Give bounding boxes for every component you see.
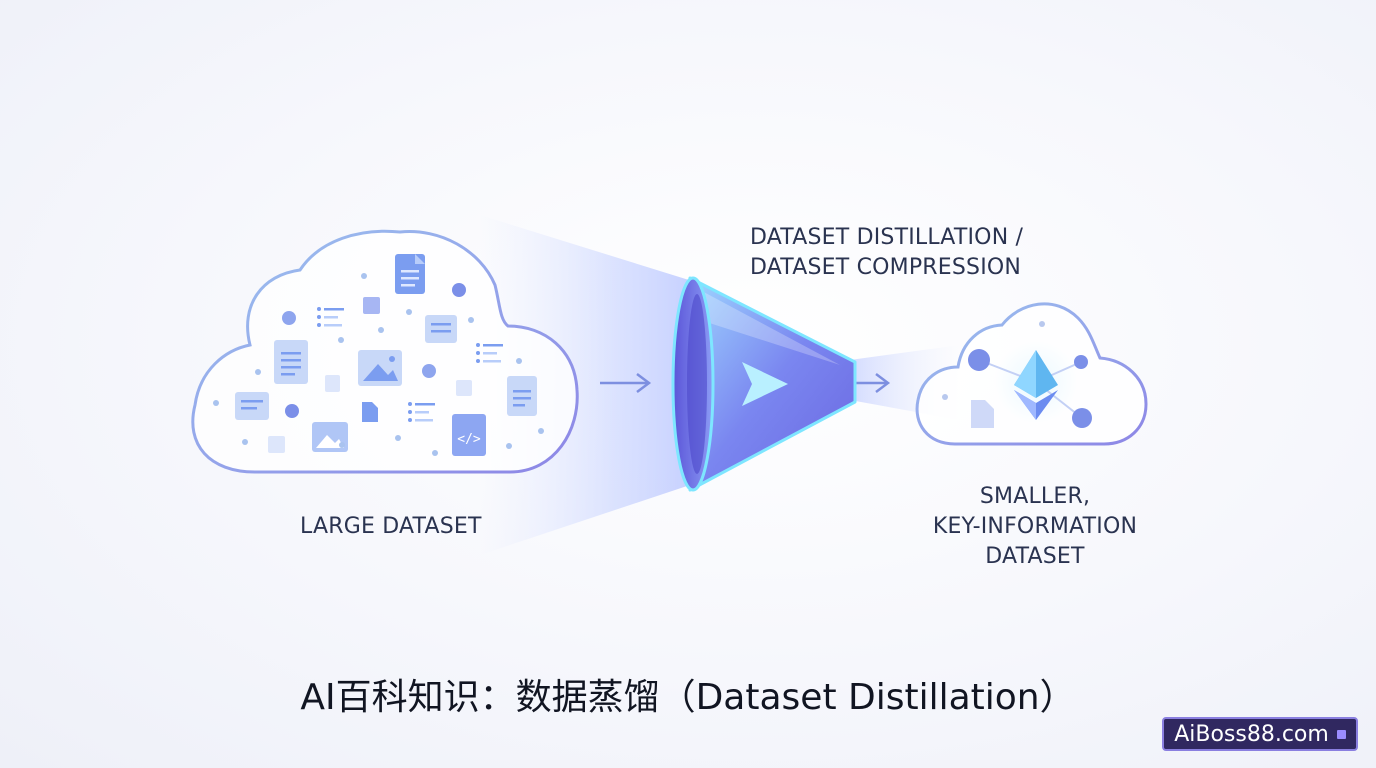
small-dataset-label: SMALLER, KEY-INFORMATION DATASET: [930, 482, 1140, 572]
list-icon: [408, 402, 435, 422]
document-icon: [425, 315, 457, 343]
ethereum-diamond-icon: [1014, 350, 1058, 420]
document-icon: [235, 392, 269, 420]
document-icon: [507, 376, 537, 416]
list-icon: [317, 307, 344, 327]
square-icon: [456, 380, 472, 396]
small-document-icon: [362, 402, 378, 422]
square-icon: [363, 297, 380, 314]
play-icon: [742, 362, 788, 406]
process-label-line-1: DATASET DISTILLATION /: [750, 225, 1024, 250]
image-icon: [312, 422, 348, 452]
funnel: [671, 276, 857, 492]
arrow-right-icon: [600, 373, 652, 393]
watermark-text: AiBoss88.com: [1174, 721, 1329, 747]
watermark-badge[interactable]: AiBoss88.com: [1162, 717, 1358, 751]
process-label: DATASET DISTILLATION / DATASET COMPRESSI…: [750, 223, 1070, 283]
process-label-line-2: DATASET COMPRESSION: [750, 255, 1022, 280]
document-icon: [395, 254, 425, 294]
large-cloud-contents: </>: [213, 254, 544, 456]
small-label-line-3: DATASET: [985, 544, 1085, 569]
document-icon: [274, 340, 308, 384]
square-icon: [268, 436, 285, 453]
caption-title: AI百科知识：数据蒸馏（Dataset Distillation）: [300, 677, 1076, 718]
input-beam: [480, 215, 705, 555]
svg-text:</>: </>: [457, 432, 481, 447]
square-dot-icon: [1336, 729, 1346, 739]
square-icon: [325, 375, 340, 392]
code-file-icon: </>: [452, 414, 486, 456]
image-icon: [358, 350, 402, 386]
small-label-line-2: KEY-INFORMATION: [932, 514, 1138, 539]
small-cloud-contents: [942, 321, 1092, 428]
large-dataset-label: LARGE DATASET: [300, 514, 482, 539]
document-icon: [971, 400, 994, 428]
list-icon: [476, 343, 503, 363]
small-label-line-1: SMALLER,: [979, 484, 1091, 509]
dot-icons: [213, 273, 544, 456]
